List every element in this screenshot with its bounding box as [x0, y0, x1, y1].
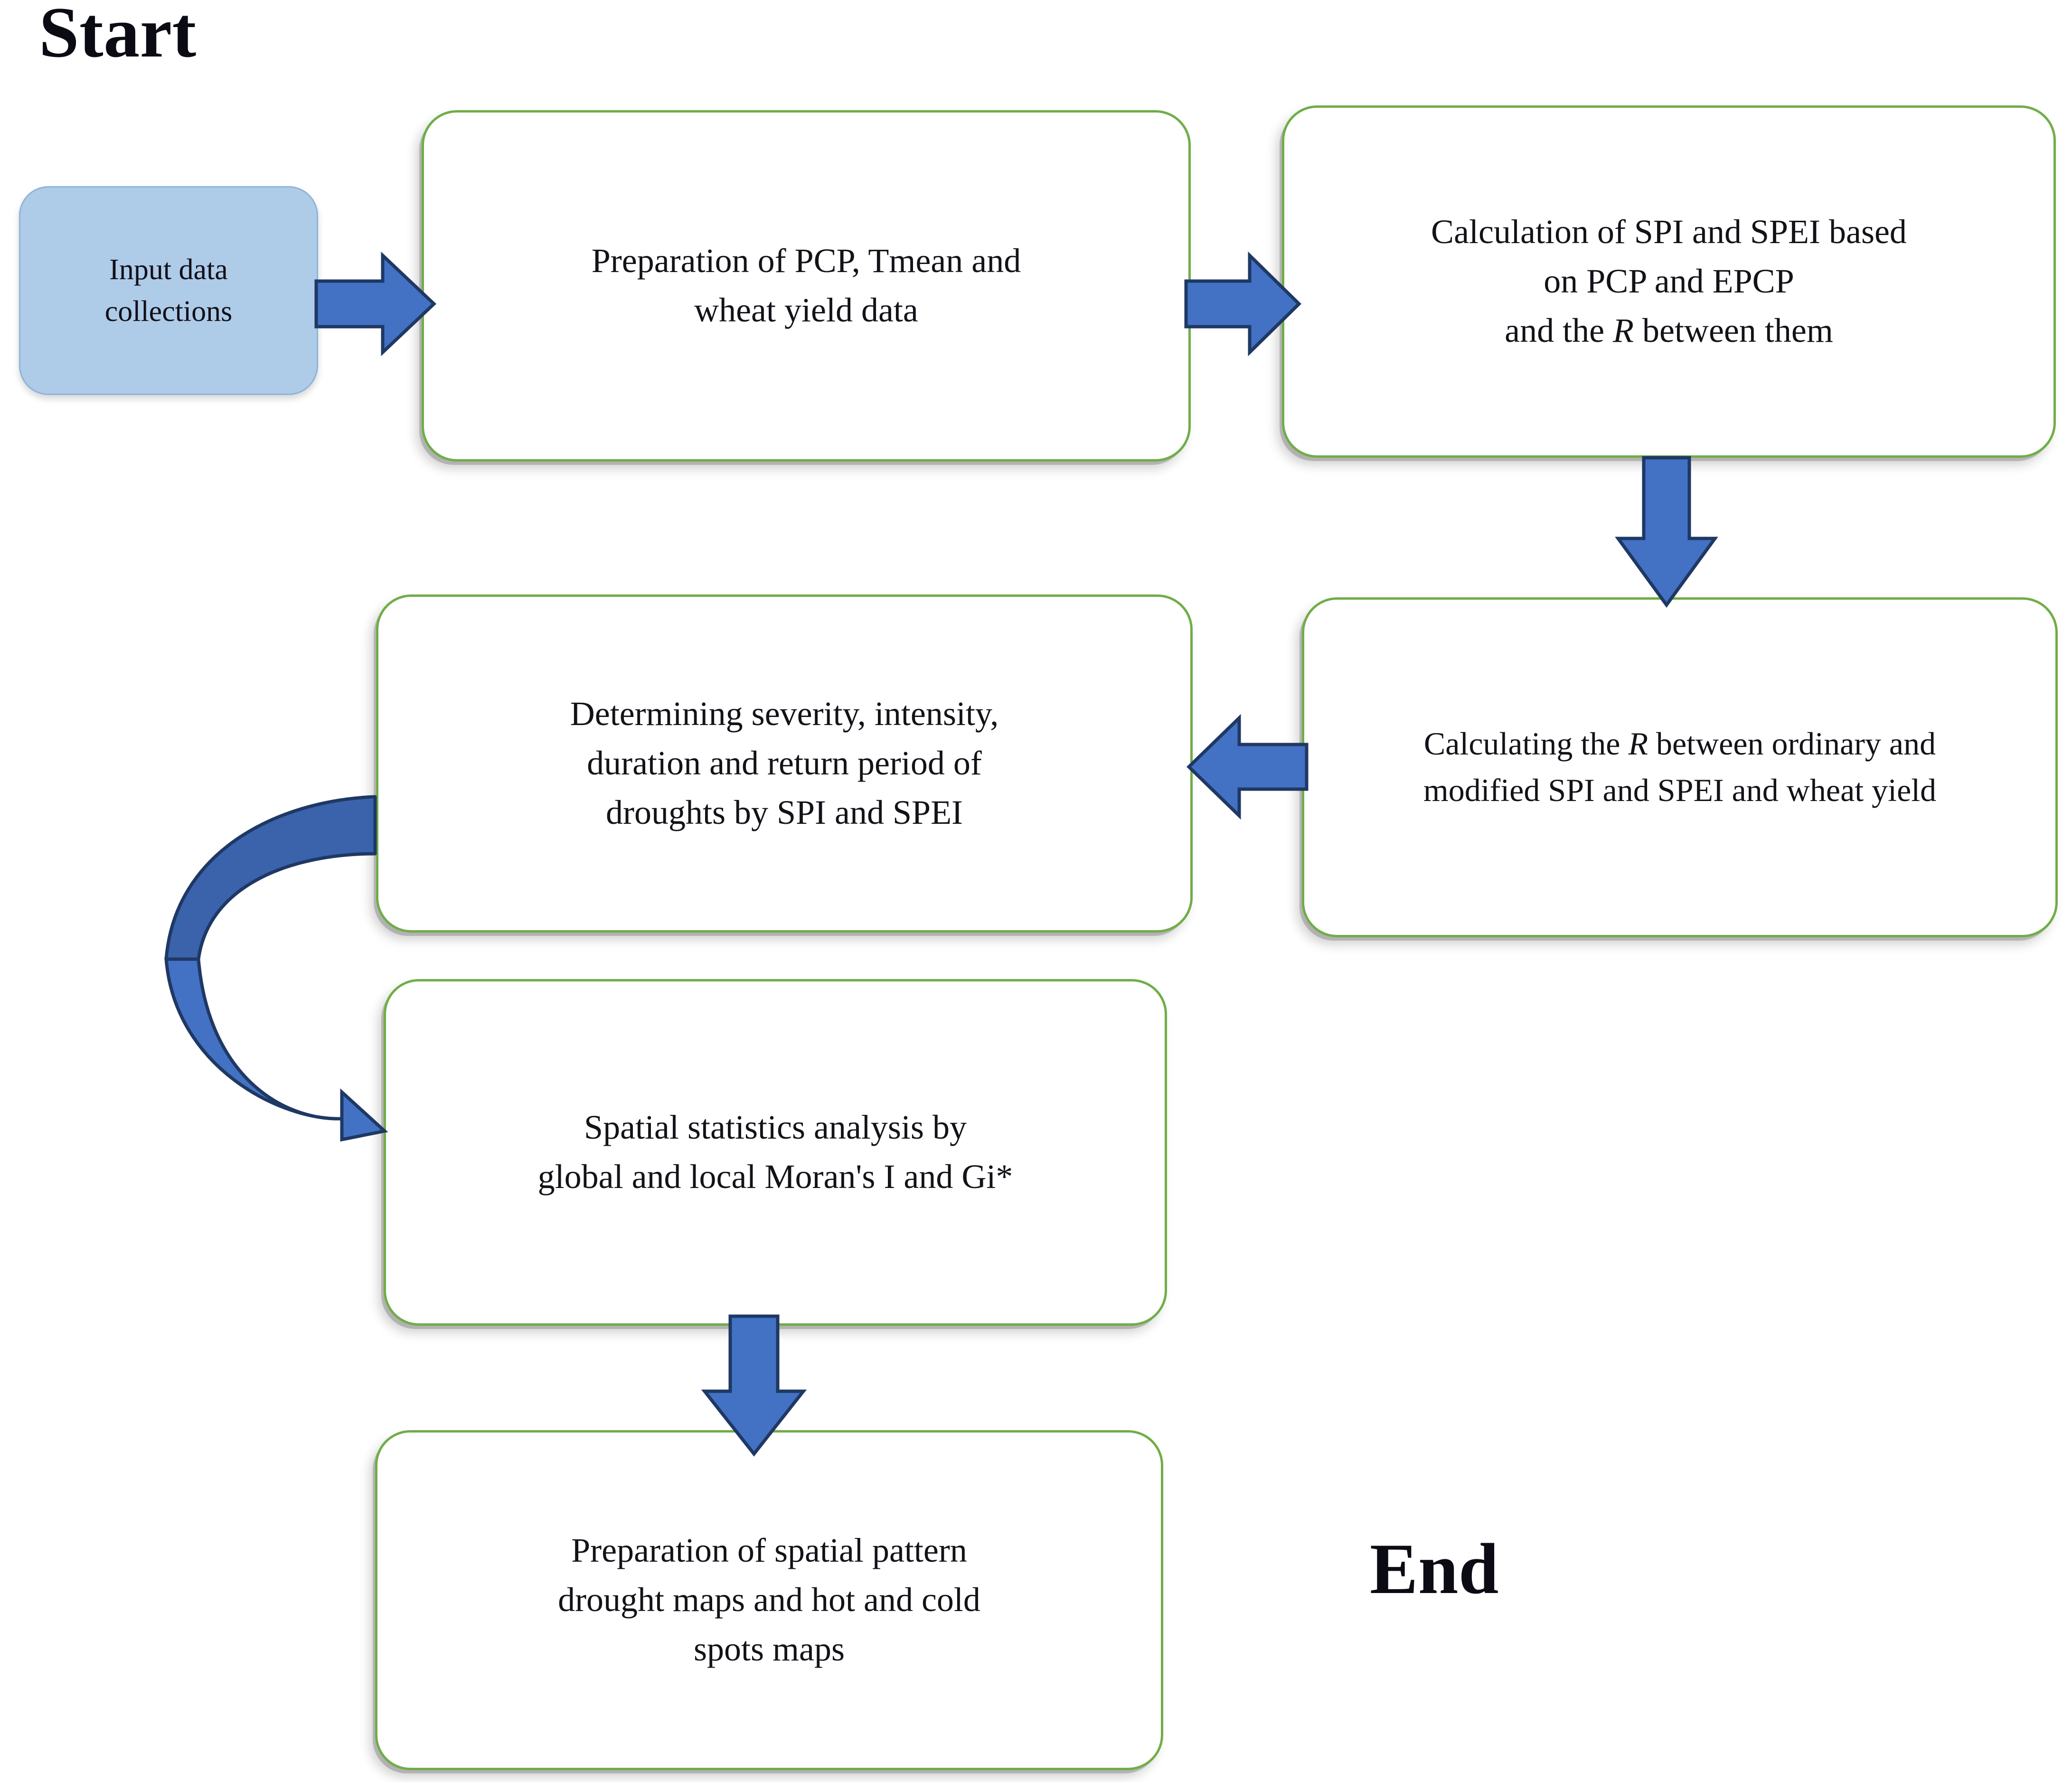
node-spatial-statistics-analysis[interactable]: Spatial statistics analysis by global an… [384, 979, 1167, 1326]
node-calculation-spi-spei[interactable]: Calculation of SPI and SPEI based on PCP… [1282, 105, 2056, 458]
arrow-preparation-to-calculation [1184, 251, 1301, 357]
calculation-line-3-italic: R [1613, 311, 1634, 349]
calculating-r-line-1-post: between ordinary and [1648, 726, 1936, 762]
start-label: Start [39, 0, 197, 72]
arrow-determining-to-spatial [164, 795, 388, 1142]
calculation-line-2: on PCP and EPCP [1544, 262, 1794, 301]
node-input-data-collections-label: Input data collections [104, 253, 233, 328]
calculation-line-3-pre: and the [1505, 311, 1613, 349]
node-calculating-r-wheat-yield[interactable]: Calculating the R between ordinary and m… [1302, 597, 2058, 937]
calculating-r-line-1-pre: Calculating the [1423, 726, 1629, 762]
arrow-input-to-preparation [314, 251, 437, 357]
calculating-r-line-2: modified SPI and SPEI and wheat yield [1423, 772, 1937, 808]
node-calculation-spi-spei-label: Calculation of SPI and SPEI based on PCP… [1415, 207, 1923, 355]
calculation-line-3-post: between them [1634, 311, 1833, 349]
arrow-spatial-to-preparation-maps [701, 1314, 807, 1457]
node-calculating-r-wheat-yield-label: Calculating the R between ordinary and m… [1407, 721, 1952, 814]
end-label: End [1370, 1529, 1499, 1609]
calculation-line-1: Calculation of SPI and SPEI based [1431, 213, 1907, 251]
node-preparation-of-data-label: Preparation of PCP, Tmean and wheat yiel… [591, 242, 1021, 329]
node-input-data-collections[interactable]: Input data collections [19, 186, 318, 395]
node-preparation-of-maps-label: Preparation of spatial pattern drought m… [558, 1531, 980, 1668]
node-determining-drought-properties-label: Determining severity, intensity, duratio… [570, 695, 999, 831]
node-determining-drought-properties[interactable]: Determining severity, intensity, duratio… [376, 594, 1193, 933]
node-spatial-statistics-analysis-label: Spatial statistics analysis by global an… [537, 1108, 1013, 1196]
arrow-calculating-r-to-determining [1186, 714, 1309, 820]
calculating-r-line-1-italic: R [1628, 726, 1648, 762]
node-preparation-of-maps[interactable]: Preparation of spatial pattern drought m… [375, 1430, 1163, 1770]
arrow-calculation-to-calculating-r [1615, 456, 1718, 608]
node-preparation-of-data[interactable]: Preparation of PCP, Tmean and wheat yiel… [422, 110, 1191, 462]
